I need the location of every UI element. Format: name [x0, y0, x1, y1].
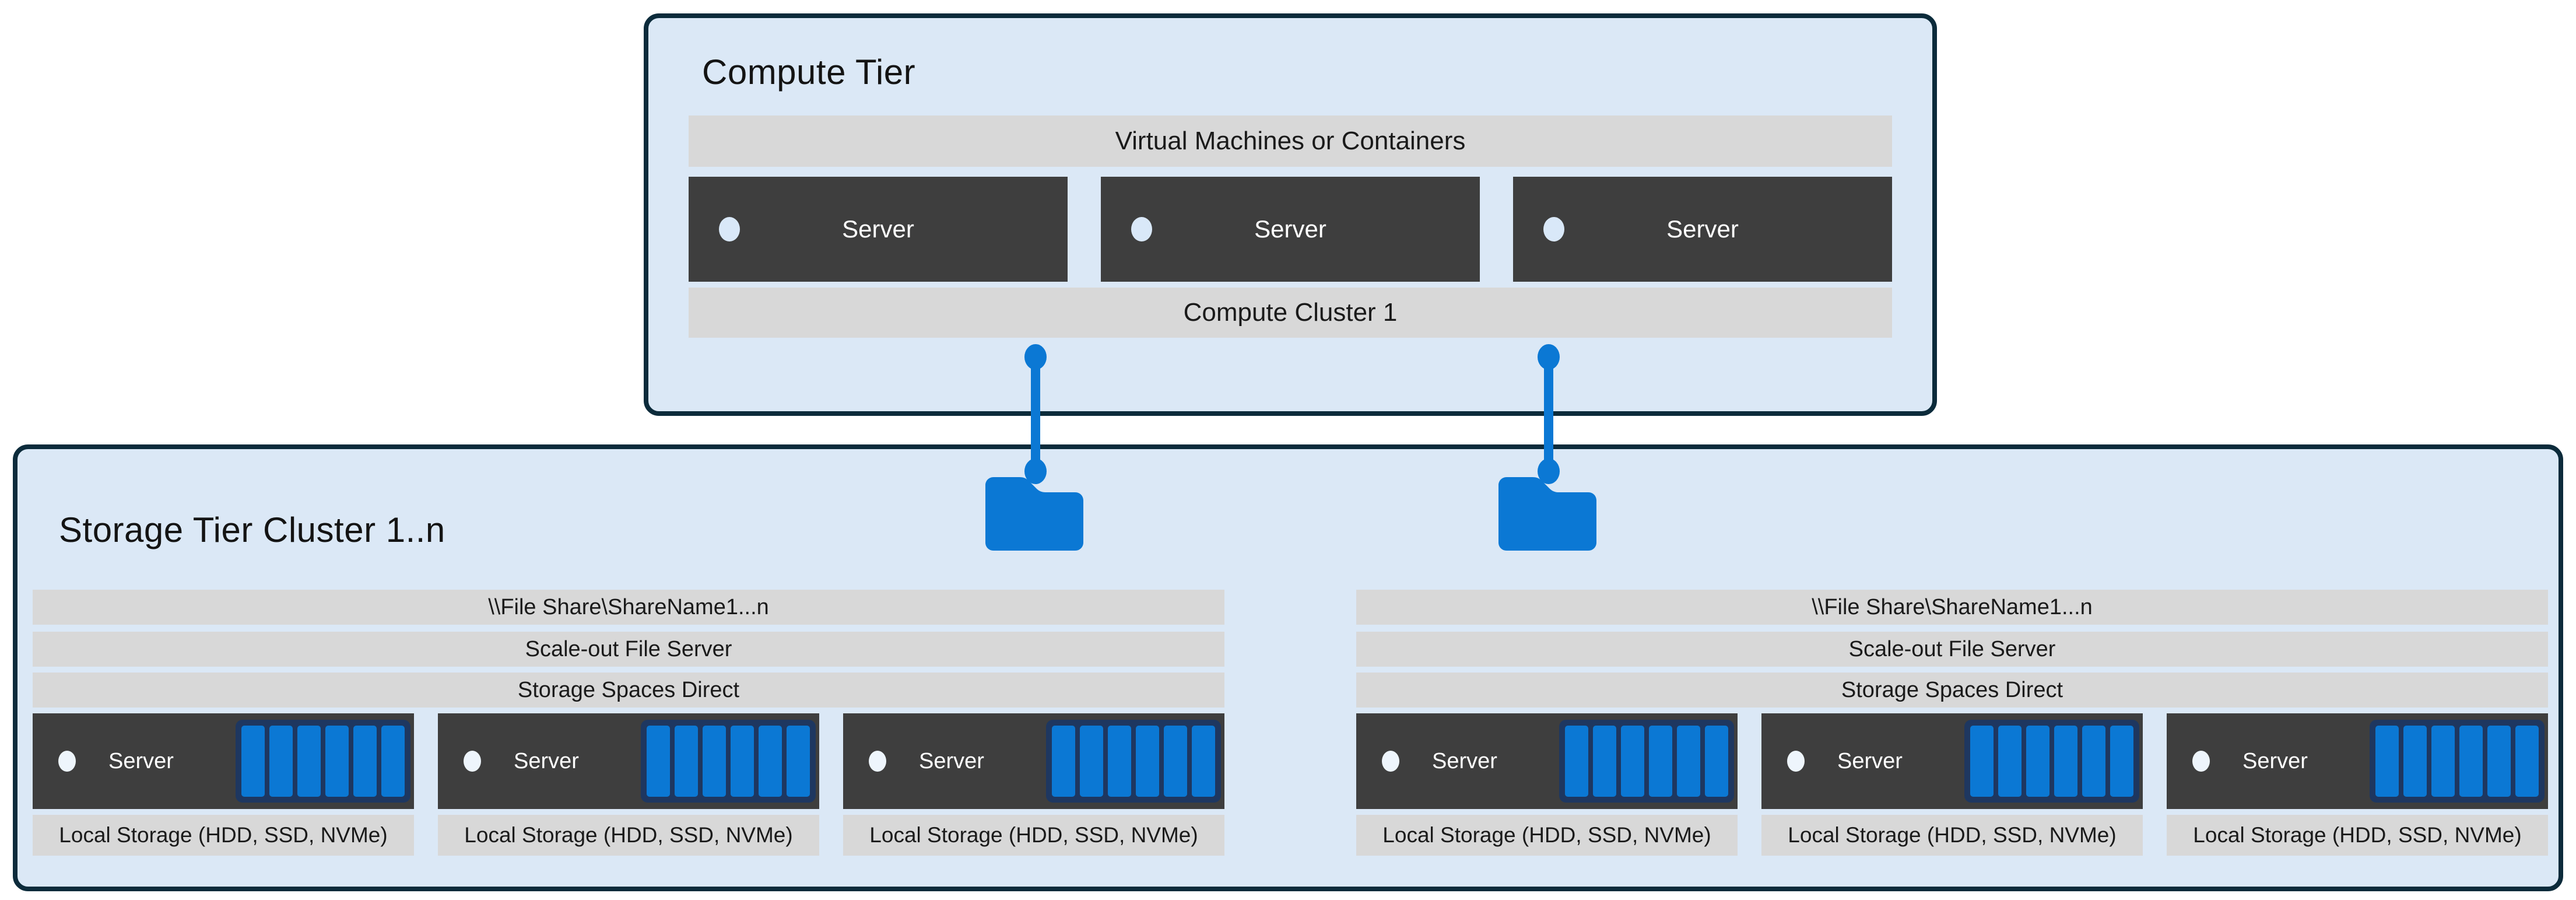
vm-containers-label: Virtual Machines or Containers: [1115, 127, 1466, 155]
server-bullet-icon: [1787, 751, 1805, 772]
local-storage-label: Local Storage (HDD, SSD, NVMe): [869, 823, 1198, 847]
storage-server-label: Server: [1432, 748, 1497, 773]
local-storage-row: Local Storage (HDD, SSD, NVMe) Local Sto…: [1356, 815, 2548, 856]
storage-spaces-direct-bar: Storage Spaces Direct: [1356, 673, 2548, 708]
connector-dot: [1024, 344, 1047, 370]
local-storage-bar: Local Storage (HDD, SSD, NVMe): [33, 815, 414, 856]
server-bullet-icon: [1382, 751, 1399, 772]
local-storage-label: Local Storage (HDD, SSD, NVMe): [1788, 823, 2117, 847]
compute-server-1: Server: [689, 177, 1068, 282]
storage-server-2: Server: [1761, 713, 2143, 809]
storage-server-3: Server: [843, 713, 1224, 809]
storage-server-3: Server: [2167, 713, 2548, 809]
storage-server-1: Server: [33, 713, 414, 809]
local-storage-bar: Local Storage (HDD, SSD, NVMe): [438, 815, 819, 856]
file-share-bar: \\File Share\ShareName1...n: [33, 590, 1224, 625]
disk-array-icon: [1046, 720, 1221, 803]
connector-dot: [1538, 344, 1560, 370]
storage-tier-title: Storage Tier Cluster 1..n: [59, 510, 445, 549]
storage-server-row: Server Server Server: [33, 713, 1224, 809]
connector-dot: [1538, 458, 1560, 484]
server-bullet-icon: [2192, 751, 2210, 772]
storage-server-label: Server: [108, 748, 174, 773]
server-bullet-icon: [58, 751, 76, 772]
file-share-label: \\File Share\ShareName1...n: [1812, 594, 2093, 619]
storage-tier-box: Storage Tier Cluster 1..n \\File Share\S…: [13, 444, 2563, 891]
server-bullet-icon: [1543, 217, 1564, 241]
local-storage-bar: Local Storage (HDD, SSD, NVMe): [843, 815, 1224, 856]
storage-spaces-direct-bar: Storage Spaces Direct: [33, 673, 1224, 708]
scale-out-file-server-label: Scale-out File Server: [525, 636, 732, 661]
storage-spaces-direct-label: Storage Spaces Direct: [1841, 677, 2063, 702]
disk-array-icon: [1964, 720, 2139, 803]
compute-server-label: Server: [1666, 215, 1739, 243]
disk-array-icon: [2370, 720, 2545, 803]
local-storage-bar: Local Storage (HDD, SSD, NVMe): [1356, 815, 1738, 856]
storage-server-row: Server Server Server: [1356, 713, 2548, 809]
scale-out-file-server-bar: Scale-out File Server: [33, 632, 1224, 667]
storage-server-label: Server: [2242, 748, 2308, 773]
local-storage-bar: Local Storage (HDD, SSD, NVMe): [2167, 815, 2548, 856]
scale-out-file-server-label: Scale-out File Server: [1848, 636, 2056, 661]
storage-group-2: \\File Share\ShareName1...n Scale-out Fi…: [1356, 590, 2548, 856]
connector-dot: [1024, 458, 1047, 484]
disk-array-icon: [1559, 720, 1734, 803]
scale-out-file-server-bar: Scale-out File Server: [1356, 632, 2548, 667]
file-share-bar: \\File Share\ShareName1...n: [1356, 590, 2548, 625]
storage-group-1: \\File Share\ShareName1...n Scale-out Fi…: [33, 590, 1224, 856]
storage-server-label: Server: [514, 748, 579, 773]
storage-server-label: Server: [919, 748, 984, 773]
disk-array-icon: [641, 720, 816, 803]
server-bullet-icon: [869, 751, 886, 772]
compute-tier-title: Compute Tier: [702, 52, 916, 92]
folder-icon: [985, 477, 1083, 551]
local-storage-label: Local Storage (HDD, SSD, NVMe): [59, 823, 388, 847]
compute-server-3: Server: [1513, 177, 1892, 282]
server-bullet-icon: [719, 217, 740, 241]
connector-line: [1031, 357, 1040, 471]
local-storage-label: Local Storage (HDD, SSD, NVMe): [1382, 823, 1711, 847]
disk-array-icon: [236, 720, 410, 803]
storage-server-1: Server: [1356, 713, 1738, 809]
local-storage-bar: Local Storage (HDD, SSD, NVMe): [1761, 815, 2143, 856]
storage-server-label: Server: [1837, 748, 1903, 773]
storage-spaces-direct-label: Storage Spaces Direct: [517, 677, 740, 702]
local-storage-label: Local Storage (HDD, SSD, NVMe): [2193, 823, 2522, 847]
compute-tier-box: Compute Tier Virtual Machines or Contain…: [644, 13, 1937, 416]
server-bullet-icon: [1131, 217, 1152, 241]
server-bullet-icon: [464, 751, 481, 772]
storage-server-2: Server: [438, 713, 819, 809]
compute-cluster-bar: Compute Cluster 1: [689, 288, 1892, 338]
vm-containers-bar: Virtual Machines or Containers: [689, 115, 1892, 167]
connector-line: [1544, 357, 1553, 471]
compute-server-label: Server: [842, 215, 914, 243]
local-storage-label: Local Storage (HDD, SSD, NVMe): [464, 823, 793, 847]
file-share-label: \\File Share\ShareName1...n: [488, 594, 769, 619]
compute-server-2: Server: [1101, 177, 1480, 282]
folder-icon: [1498, 477, 1596, 551]
compute-cluster-label: Compute Cluster 1: [1183, 298, 1398, 327]
local-storage-row: Local Storage (HDD, SSD, NVMe) Local Sto…: [33, 815, 1224, 856]
compute-server-label: Server: [1254, 215, 1326, 243]
